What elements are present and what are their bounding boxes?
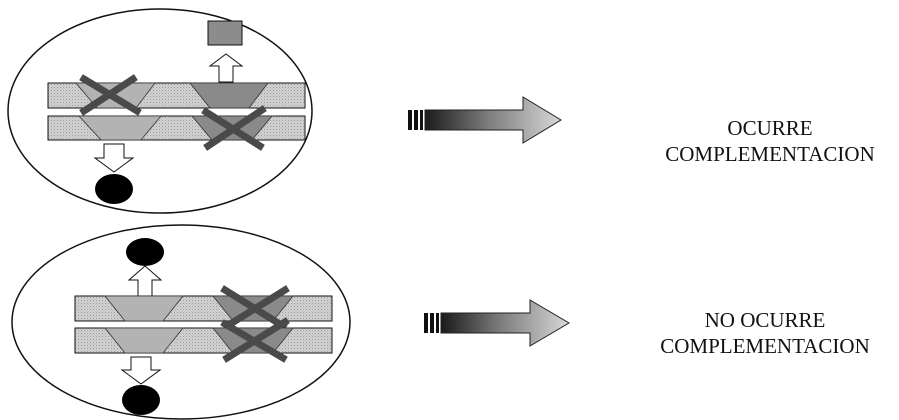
expression-arrow-up (208, 53, 244, 83)
cell-1 (7, 8, 313, 214)
result-label-complementation: OCURRE COMPLEMENTACION (660, 115, 880, 167)
mutation-cross (201, 105, 267, 151)
gene-functional (189, 82, 269, 109)
result-label-line-2: COMPLEMENTACION (660, 334, 870, 358)
chromosome-bottom (47, 105, 306, 151)
protein-circle (122, 385, 160, 415)
protein-circle (95, 174, 133, 204)
cell-2-outline (11, 224, 351, 420)
result-label-line-1: OCURRE (727, 116, 813, 140)
result-arrow-1 (408, 96, 562, 144)
result-arrow-2 (424, 299, 570, 347)
result-label-line-2: COMPLEMENTACION (665, 142, 875, 166)
chromosome-bottom (74, 317, 333, 363)
protein-circle (126, 238, 164, 266)
mutation-cross (220, 317, 290, 363)
result-label-line-1: NO OCURRE (704, 308, 826, 332)
chromosome-top (74, 285, 333, 331)
cell-1-outline (7, 8, 313, 214)
expression-arrow-down (93, 143, 135, 173)
expression-arrow-up (127, 265, 163, 297)
chromosome-top (47, 74, 306, 116)
mutation-cross (220, 285, 290, 331)
gene-functional (78, 115, 162, 141)
result-label-no-complementation: NO OCURRE COMPLEMENTACION (640, 307, 890, 359)
gene-functional (104, 295, 184, 322)
mutation-cross (79, 74, 142, 116)
cell-2 (11, 224, 351, 420)
protein-square (207, 20, 243, 46)
expression-arrow-down (120, 356, 162, 385)
gene-functional (104, 327, 184, 354)
